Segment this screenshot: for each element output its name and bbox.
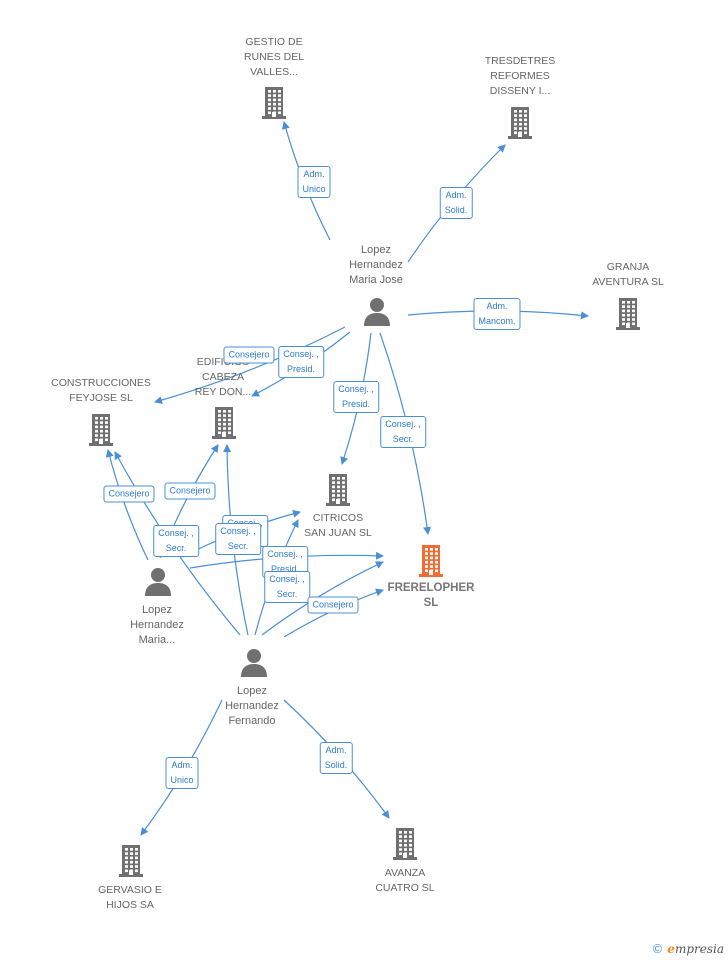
company-label-granja[interactable]: GRANJA AVENTURA SL (592, 261, 664, 288)
brand-name: mpresia (674, 942, 724, 956)
company-label-construcciones[interactable]: CONSTRUCCIONES FEYJOSE SL (51, 377, 151, 404)
person-icon[interactable] (240, 648, 268, 683)
building-icon[interactable] (325, 472, 351, 511)
building-icon[interactable] (507, 105, 533, 144)
company-label-frerelopher[interactable]: FRERELOPHER SL (387, 582, 475, 609)
edge-mj-construcciones (154, 326, 346, 404)
relation-consej-secr-f2[interactable]: Consej. , Secr. (215, 523, 261, 555)
building-icon[interactable] (211, 405, 237, 444)
building-icon[interactable] (615, 296, 641, 335)
relation-consejero-edificios-m[interactable]: Consejero (164, 482, 216, 500)
building-icon[interactable] (261, 85, 287, 124)
building-icon[interactable] (118, 843, 144, 882)
company-label-citricos[interactable]: CITRICOS SAN JUAN SL (304, 512, 372, 539)
company-label-gestio[interactable]: GESTIO DE RUNES DEL VALLES... (243, 36, 305, 78)
building-icon-focus[interactable] (418, 543, 444, 582)
relation-consejero-construcciones-mj[interactable]: Consejero (223, 346, 275, 364)
relation-consejero-construcciones-f[interactable]: Consejero (103, 485, 155, 503)
edge-f-frerelopher-a (261, 561, 384, 636)
relation-consej-presid-citricos-mj[interactable]: Consej. , Presid. (333, 381, 379, 413)
copyright-icon: © (651, 942, 664, 956)
relation-adm-solid-tresdetres[interactable]: Adm. Solid. (439, 187, 473, 219)
relation-adm-solid-avanza[interactable]: Adm. Solid. (319, 742, 353, 774)
person-label-maria[interactable]: Lopez Hernandez Maria... (130, 604, 184, 646)
person-label-maria-jose[interactable]: Lopez Hernandez Maria Jose (349, 244, 403, 286)
relation-consejero-frerelopher-f[interactable]: Consejero (307, 596, 359, 614)
relation-consej-secr-frerelopher-f[interactable]: Consej. , Secr. (264, 571, 310, 603)
building-icon[interactable] (88, 412, 114, 451)
company-label-gervasio[interactable]: GERVASIO E HIJOS SA (98, 884, 162, 911)
person-label-fernando[interactable]: Lopez Hernandez Fernando (225, 685, 279, 727)
company-label-tresdetres[interactable]: TRESDETRES REFORMES DISSENY I... (484, 55, 556, 97)
relation-consej-secr-m[interactable]: Consej. , Secr. (153, 525, 199, 557)
relation-consej-presid-edificios-mj[interactable]: Consej. , Presid. (278, 346, 324, 378)
person-icon[interactable] (363, 297, 391, 332)
relation-consej-secr-frerelopher-mj[interactable]: Consej. , Secr. (380, 416, 426, 448)
brand-initial: e (667, 942, 675, 956)
edge-m-construcciones (105, 449, 149, 561)
relation-adm-unico-gervasio[interactable]: Adm. Unico (165, 757, 199, 789)
building-icon[interactable] (392, 826, 418, 865)
relation-adm-unico-gestio[interactable]: Adm. Unico (297, 166, 331, 198)
company-label-avanza[interactable]: AVANZA CUATRO SL (375, 867, 435, 894)
person-icon[interactable] (144, 567, 172, 602)
relation-adm-mancom-granja[interactable]: Adm. Mancom. (473, 298, 521, 330)
brand-logo[interactable]: © empresia (651, 942, 724, 956)
